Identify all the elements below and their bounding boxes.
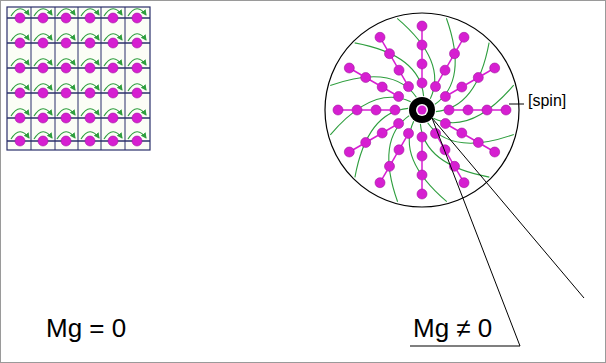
equation-label: Mg ≠ 0 (413, 313, 492, 344)
particle-dot (15, 38, 25, 48)
grid-line (78, 7, 79, 150)
particle-dot (85, 63, 95, 73)
particle-dot (85, 88, 95, 98)
grid-line (7, 17, 150, 18)
flow-curve (330, 97, 410, 135)
center-core (409, 97, 435, 123)
grid-line (101, 7, 102, 150)
particle-dot (132, 88, 142, 98)
flow-curve (436, 43, 489, 112)
flow-curve (433, 85, 513, 123)
grid-line (31, 7, 32, 150)
particle-dot (108, 13, 118, 23)
grid-line (55, 7, 56, 150)
flow-curve (330, 77, 416, 97)
flow-curve (435, 18, 455, 104)
particle-dot (501, 105, 511, 115)
particle-dot (38, 63, 48, 73)
particle-dot (108, 113, 118, 123)
grid-line (7, 92, 150, 93)
particle-dot (333, 105, 343, 115)
flow-curve (420, 124, 489, 177)
spin-disc (325, 13, 519, 207)
particle-dot (108, 38, 118, 48)
particle-dot (38, 136, 48, 146)
particle-dot (38, 38, 48, 48)
particle-dot (61, 136, 71, 146)
leader-lines (410, 104, 584, 346)
particle-dot (108, 63, 118, 73)
particle-dot (15, 13, 25, 23)
lattice-grid (7, 7, 150, 150)
particle-dot (418, 106, 427, 115)
equation-label: Mg = 0 (46, 313, 126, 344)
particle-dot (85, 13, 95, 23)
grid-line (125, 7, 126, 150)
particle-dot (61, 13, 71, 23)
flow-curve (355, 43, 424, 96)
core-ring (416, 104, 428, 116)
grid-line (7, 117, 150, 118)
particle-dot (38, 113, 48, 123)
particle-dot (108, 136, 118, 146)
flow-curve (409, 121, 447, 201)
flow-curve (389, 116, 409, 202)
flow-curve (355, 108, 408, 177)
particle-dot (132, 136, 142, 146)
particle-dot (417, 21, 427, 31)
particle-dot (459, 32, 469, 42)
particle-dot (132, 63, 142, 73)
particle-dot (38, 13, 48, 23)
flow-curve (397, 18, 435, 98)
particle-dot (15, 113, 25, 123)
particle-dot (38, 88, 48, 98)
grid-line (7, 140, 150, 141)
particle-dot (85, 113, 95, 123)
particle-dot (15, 136, 25, 146)
particle-dot (132, 38, 142, 48)
particle-dot (459, 178, 469, 188)
grid-line (7, 42, 150, 43)
particle-dot (61, 63, 71, 73)
particle-dot (344, 63, 354, 73)
disc-outline (325, 13, 519, 207)
particle-dot (417, 189, 427, 199)
particle-dot (132, 13, 142, 23)
particle-dot (15, 63, 25, 73)
callout-label: [spin] (528, 92, 566, 110)
lattice-frame (7, 7, 150, 150)
particle-dot (61, 88, 71, 98)
particle-dot (85, 38, 95, 48)
grid-line (7, 67, 150, 68)
particle-dot (108, 88, 118, 98)
particle-dot (85, 136, 95, 146)
particle-dot (375, 178, 385, 188)
particle-dot (61, 38, 71, 48)
particle-dot (61, 113, 71, 123)
particle-dot (132, 113, 142, 123)
particle-dot (344, 147, 354, 157)
particle-dot (490, 63, 500, 73)
particle-dot (490, 147, 500, 157)
particle-dot (375, 32, 385, 42)
particle-dot (15, 88, 25, 98)
